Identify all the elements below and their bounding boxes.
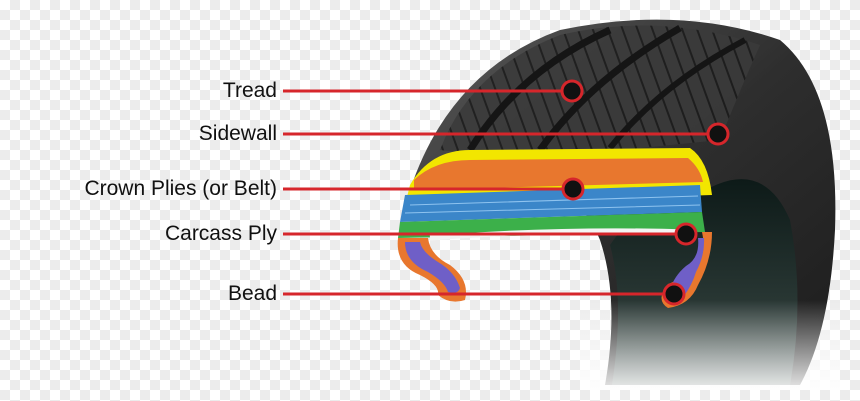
label-bead: Bead — [227, 282, 277, 305]
right-bead-inner — [670, 238, 705, 298]
marker-carcass — [674, 222, 698, 246]
label-crown-plies: Crown Plies (or Belt) — [84, 177, 277, 200]
belt-blue-lines — [404, 195, 701, 214]
left-bead-inner — [405, 242, 460, 293]
label-sidewall: Sidewall — [198, 122, 277, 145]
marker-sidewall — [706, 122, 730, 146]
marker-tread — [560, 79, 584, 103]
belt-orange — [414, 158, 703, 190]
cut-inner-edge — [429, 228, 691, 241]
marker-bead — [662, 282, 686, 306]
leader-lines — [283, 89, 718, 296]
marker-crown — [561, 177, 585, 201]
belt-blue — [400, 185, 702, 222]
tread-groove-1 — [467, 26, 612, 152]
label-carcass-ply: Carcass Ply — [164, 222, 277, 245]
tread-texture — [440, 25, 760, 160]
label-tread: Tread — [222, 79, 277, 102]
markers — [560, 79, 730, 306]
